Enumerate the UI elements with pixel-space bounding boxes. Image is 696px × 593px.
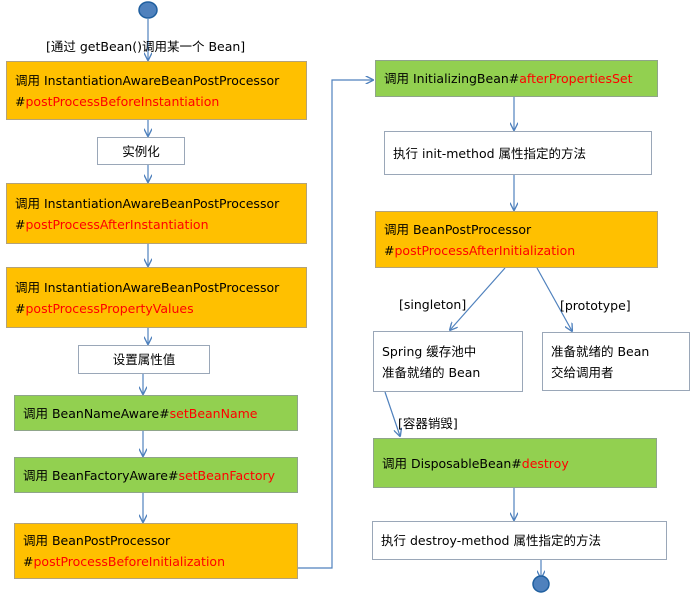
node-instantiate: 实例化: [97, 137, 185, 165]
node-text: 实例化: [122, 143, 160, 159]
node-line: 准备就绪的 Bean: [382, 364, 481, 380]
node-property-values: 调用 InstantiationAwareBeanPostProcessor #…: [6, 267, 307, 328]
node-destroy-method: 执行 destroy-method 属性指定的方法: [372, 521, 667, 560]
node-line: 调用 BeanPostProcessor: [384, 221, 532, 237]
method-name: setBeanName: [169, 405, 258, 421]
hash-sign: #: [15, 93, 26, 109]
edge-n8-n9: [298, 80, 373, 569]
node-disposable-destroy: 调用 DisposableBean#destroy: [373, 438, 657, 488]
node-set-bean-factory: 调用 BeanFactoryAware#setBeanFactory: [14, 457, 298, 493]
node-line: 调用 InstantiationAwareBeanPostProcessor: [15, 279, 280, 295]
method-name: postProcessBeforeInstantiation: [25, 93, 220, 109]
node-line: 调用 InstantiationAwareBeanPostProcessor: [15, 195, 280, 211]
edge-n12-n14: [384, 391, 400, 436]
start-label: [通过 getBean()调用某一个 Bean]: [46, 39, 246, 54]
method-name: postProcessAfterInitialization: [394, 242, 576, 258]
node-prefix: 调用 DisposableBean#: [382, 455, 522, 471]
method-name: destroy: [521, 455, 569, 471]
node-singleton-cache: Spring 缓存池中 准备就绪的 Bean: [373, 331, 523, 392]
node-prefix: 调用 InitializingBean#: [384, 71, 520, 86]
method-name: postProcessBeforeInitialization: [33, 554, 225, 569]
node-text: 执行 destroy-method 属性指定的方法: [381, 533, 601, 548]
node-set-bean-name: 调用 BeanNameAware#setBeanName: [14, 395, 298, 431]
edge-label-prototype: [prototype]: [560, 298, 631, 313]
node-init-method: 执行 init-method 属性指定的方法: [384, 131, 652, 175]
start-node: [138, 1, 158, 19]
method-name: afterPropertiesSet: [519, 71, 633, 86]
node-line: 准备就绪的 Bean: [551, 343, 650, 359]
edge-n11-n13: [536, 267, 572, 331]
node-line: Spring 缓存池中: [382, 343, 477, 359]
hash-sign: #: [384, 242, 395, 258]
end-node: [532, 575, 550, 593]
method-name: postProcessAfterInstantiation: [25, 216, 209, 232]
method-name: postProcessPropertyValues: [25, 300, 194, 316]
node-after-initialization: 调用 BeanPostProcessor #postProcessAfterIn…: [375, 211, 658, 268]
node-text: 设置属性值: [112, 352, 176, 367]
node-after-instantiation: 调用 InstantiationAwareBeanPostProcessor #…: [6, 183, 307, 244]
node-set-properties: 设置属性值: [78, 345, 210, 374]
hash-sign: #: [23, 554, 34, 569]
hash-sign: #: [15, 216, 26, 232]
edge-label-singleton: [singleton]: [399, 297, 467, 312]
hash-sign: #: [15, 300, 26, 316]
edge-label-destroy: [容器销毁]: [398, 416, 458, 431]
node-line: 调用 InstantiationAwareBeanPostProcessor: [15, 72, 280, 88]
edge-n11-n12: [450, 267, 506, 330]
node-after-properties-set: 调用 InitializingBean#afterPropertiesSet: [375, 60, 658, 97]
node-before-initialization: 调用 BeanPostProcessor #postProcessBeforeI…: [14, 523, 298, 579]
node-line: 交给调用者: [551, 364, 614, 380]
node-text: 执行 init-method 属性指定的方法: [393, 145, 586, 161]
node-before-instantiation: 调用 InstantiationAwareBeanPostProcessor #…: [6, 61, 307, 120]
method-name: setBeanFactory: [178, 467, 276, 483]
node-prototype-caller: 准备就绪的 Bean 交给调用者: [542, 332, 690, 391]
node-prefix: 调用 BeanNameAware#: [23, 405, 170, 421]
node-line: 调用 BeanPostProcessor: [23, 533, 171, 548]
node-prefix: 调用 BeanFactoryAware#: [23, 467, 179, 483]
